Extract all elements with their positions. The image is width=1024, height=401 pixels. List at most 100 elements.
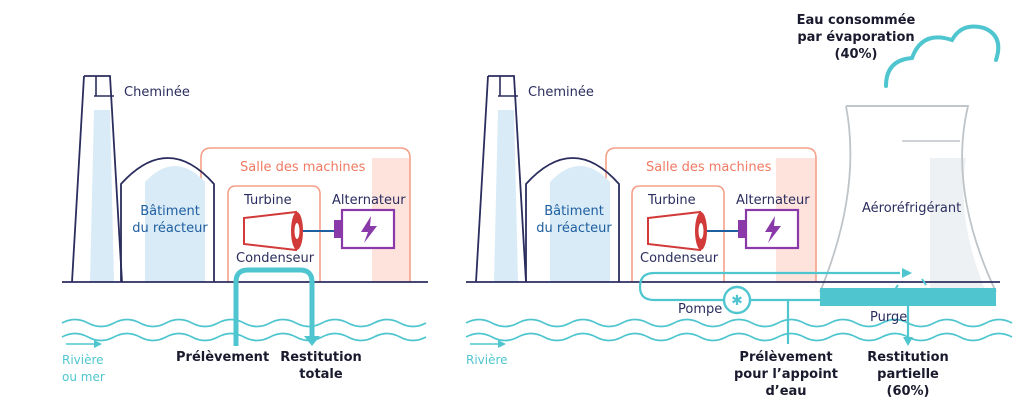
right-chimney-label: Cheminée [528,85,594,100]
left-turbine-icon [243,210,297,252]
left-water-wave [61,318,427,328]
right-alternator-left-cap [738,220,746,238]
left-lightning-icon [361,216,377,243]
purge-label: Purge [870,310,908,325]
right-chimney-label-fo: Cheminée [528,85,594,100]
cooling-tower-label: Aéroréfrigérant [862,201,962,216]
cooling-tower-basin [820,288,996,306]
left-reactor-building [120,157,215,282]
right-reactor-label-2: du réacteur [536,221,612,236]
makeup-intake-label-1: Prélèvement [739,350,833,365]
right-chimney [475,75,527,283]
cooling-tower-fill [930,158,986,292]
left-chimney-label-fo: Cheminée [124,85,190,100]
right-water-wave-2 [465,332,1013,342]
right-reactor-label-1: Bâtiment [544,204,604,219]
purge-label-fo: Purge [870,310,908,325]
left-alternator-left-cap [334,220,342,238]
right-turbine-icon [647,210,701,252]
right-lightning-icon [765,216,781,243]
right-turbine-label-fo: Turbine [648,193,696,208]
right-river-label: Rivière [466,353,508,367]
right-water-wave [465,318,1013,328]
left-turbine-box [227,185,321,282]
left-turbine-label: Turbine [244,193,292,208]
right-turbine-hub [698,223,704,239]
left-alternator-label-fo: Alternateur [332,193,406,208]
left-river-label-fo: Rivière ou mer [62,352,105,386]
cooling-tower [819,105,997,293]
left-reactor-fill [145,166,205,282]
evaporation-label-3: (40%) [834,47,878,62]
makeup-intake-label: Prélèvement pour l’appoint d’eau [730,349,842,400]
left-alternator-label: Alternateur [332,193,406,208]
left-reactor-label-fo: Bâtiment du réacteur [118,203,222,237]
left-intake-label-fo: Prélèvement [176,350,270,365]
left-reactor-label: Bâtiment du réacteur [118,203,222,237]
left-turbine-label-fo: Turbine [244,193,292,208]
right-reactor-building [525,157,620,282]
left-condenser-label: Condenseur [236,251,315,266]
left-restitution-label-fo: Restitution totale [276,349,366,383]
left-chimney-label: Cheminée [124,85,190,100]
right-machine-room [605,147,817,282]
left-condenser-label-fo: Condenseur [236,251,315,266]
spray-droplet-1 [893,284,899,292]
left-restitution-label: Restitution totale [276,349,366,383]
partial-restitution-label: Restitution partielle (60%) [862,349,954,400]
makeup-intake-label-fo: Prélèvement pour l’appoint d’eau [730,349,842,400]
right-condenser-label-fo: Condenseur [640,251,719,266]
left-machine-room [200,147,411,282]
pump-gear-icon: ✱ [731,293,743,309]
left-river-label: Rivière ou mer [62,352,105,386]
right-reactor-fill [550,166,610,282]
cooling-tower-label-fo: Aéroréfrigérant [862,201,962,216]
partial-restitution-label-fo: Restitution partielle (60%) [862,349,954,400]
right-condenser-label: Condenseur [640,251,719,266]
left-reactor-label-1: Bâtiment [140,204,200,219]
partial-restitution-label-1: Restitution [867,350,949,365]
makeup-intake-label-3: d’eau [765,384,807,399]
left-diagram: Cheminée Bâtiment du réacteur Salle des … [61,75,428,386]
pump-label-fo: Pompe [678,302,723,317]
right-alternator-label-fo: Alternateur [736,193,810,208]
right-chimney-fill [494,110,518,282]
left-river-label-1: Rivière [62,353,104,367]
right-reactor-label: Bâtiment du réacteur [522,203,626,237]
left-restitution-arrow [304,336,320,346]
left-restitution-label-1: Restitution [280,350,362,365]
partial-restitution-label-3: (60%) [886,384,930,399]
makeup-intake-label-2: pour l’appoint [733,367,839,382]
right-turbine-box [631,185,725,282]
left-water-wave-2 [61,332,427,342]
left-turbine-hub [294,223,300,239]
evaporation-label-2: par évaporation [797,30,915,45]
cooling-circuit [638,271,900,302]
right-machine-room-label-fo: Salle des machines [646,160,772,175]
partial-restitution-label-2: partielle [877,367,939,382]
evaporation-label-fo: Eau consommée par évaporation (40%) [796,12,916,63]
right-diagram: ✱ Eau consommée par évaporation (40%) Ch… [465,12,1013,400]
cooling-circuit-arrow-head [902,268,912,278]
left-machine-room-label-fo: Salle des machines [240,160,366,175]
left-water-loop [233,267,315,346]
pump-icon [722,285,752,315]
left-restitution-label-2: totale [299,367,343,382]
evaporation-label-1: Eau consommée [796,13,916,28]
right-machine-room-label: Salle des machines [646,160,772,175]
pump-label: Pompe [678,302,723,317]
left-machine-room-label: Salle des machines [240,160,366,175]
right-turbine-label: Turbine [648,193,696,208]
right-river-label-fo: Rivière [466,353,508,367]
left-chimney [71,75,123,283]
purge-arrow [903,337,913,346]
evaporation-label: Eau consommée par évaporation (40%) [796,12,916,63]
left-reactor-label-2: du réacteur [132,221,208,236]
left-river-label-2: ou mer [62,370,105,384]
left-intake-label: Prélèvement [176,350,270,365]
right-alternator-label: Alternateur [736,193,810,208]
left-chimney-fill [90,110,114,282]
steam-cloud [884,24,1001,88]
right-reactor-label-fo: Bâtiment du réacteur [522,203,626,237]
